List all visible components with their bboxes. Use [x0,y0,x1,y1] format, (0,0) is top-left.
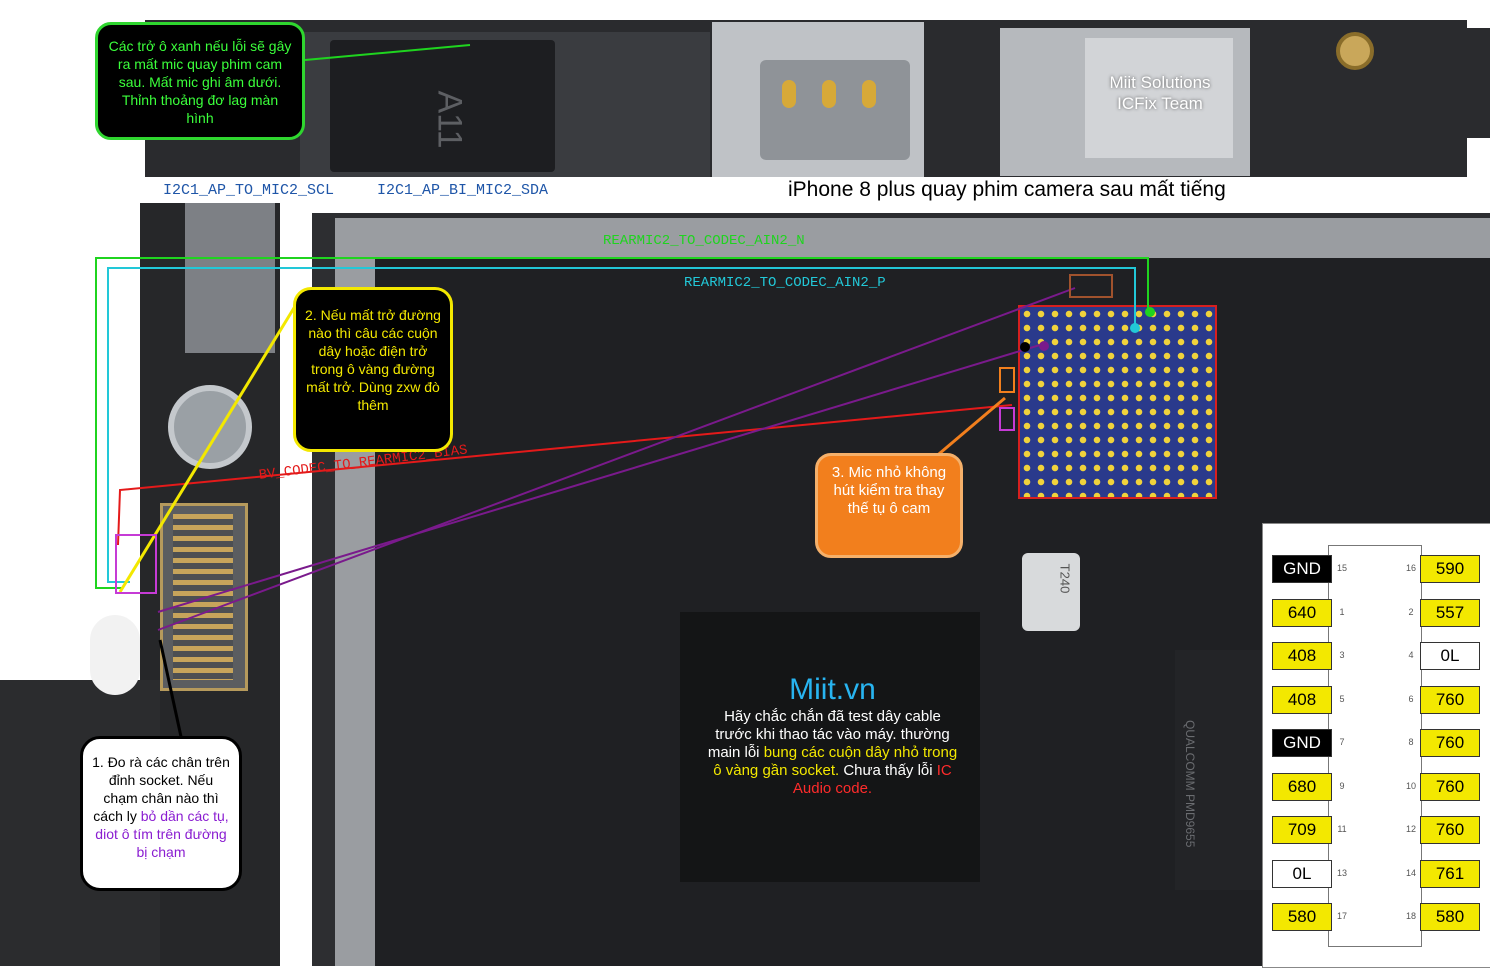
pin-value-left: 640 [1272,599,1332,627]
note-white-socket: 1. Đo rà các chân trên đỉnh socket. Nếu … [80,736,242,891]
note-white-highlight: bỏ dần các tụ, diot ô tím trên đường bị … [95,808,229,860]
brand-logo-text: Miit.vn [789,673,876,706]
pin-number-right: 4 [1408,650,1414,660]
pin-value-right: 760 [1420,686,1480,714]
signal-label-scl: I2C1_AP_TO_MIC2_SCL [163,182,335,199]
pin-number-left: 9 [1339,781,1345,791]
pin-number-left: 17 [1336,911,1347,921]
ain2n-endpoint [1145,307,1155,317]
left-board-shield [185,203,275,353]
pin-number-left: 3 [1339,650,1345,660]
pin-number-left: 1 [1339,607,1345,617]
pin-value-left: 709 [1272,816,1332,844]
note-white-text: 1. Đo rà các chân trên đỉnh socket. Nếu … [92,754,230,824]
pin-value-right: 760 [1420,816,1480,844]
pin-value-left: 0L [1272,860,1332,888]
pin-number-right: 16 [1405,563,1416,573]
pin-number-right: 10 [1405,781,1416,791]
pin-value-right: 590 [1420,555,1480,583]
center-note-text-c: Chưa thấy lỗi [843,762,933,779]
top-right-chip [1085,38,1233,158]
pin-value-left: 680 [1272,773,1332,801]
brown-box [1069,274,1113,298]
note-orange-capacitor: 3. Mic nhỏ không hút kiểm tra thay thế t… [815,453,963,558]
pin-value-right: 557 [1420,599,1480,627]
pin-number-left: 7 [1339,737,1345,747]
black-endpoint [1020,342,1030,352]
trace-purple-a [157,287,1076,631]
orange-box [999,367,1015,393]
pin-value-left: 580 [1272,903,1332,931]
trace-ain2p [107,267,1136,583]
diagram-caption: iPhone 8 plus quay phim camera sau mất t… [788,178,1226,201]
trace-green-top [304,44,471,61]
t240-mic-component: T240 [1022,553,1080,631]
signal-label-ain2p: REARMIC2_TO_CODEC_AIN2_P [684,275,886,291]
pin-value-left: 408 [1272,642,1332,670]
trace-ain2n [95,257,1149,589]
center-note-text-b: bung các cuộn dây nhỏ trong ô vàng gần s… [713,744,958,779]
pin-number-right: 18 [1405,911,1416,921]
pin-value-left: GND [1272,729,1332,757]
pointer-black [158,639,187,756]
ain2p-endpoint [1130,323,1140,333]
pin-number-right: 8 [1408,737,1414,747]
pin-value-left: 408 [1272,686,1332,714]
mic-flex-socket [160,503,248,691]
watermark: Miit Solutions ICFix Team [1090,72,1230,114]
watermark-line2: ICFix Team [1117,94,1203,113]
pin-value-right: 0L [1420,642,1480,670]
trace-purple-b [157,344,1041,613]
pin-value-right: 761 [1420,860,1480,888]
signal-label-ain2n: REARMIC2_TO_CODEC_AIN2_N [603,233,805,249]
main-large-chip [680,612,980,882]
center-note-text-d: IC Audio code. [792,762,952,797]
pin-value-right: 580 [1420,903,1480,931]
qualcomm-chip: QUALCOMM PMD9655 [1175,650,1265,890]
pin-number-left: 11 [1337,824,1347,834]
pin-number-right: 12 [1405,824,1416,834]
note-yellow-coils: 2. Nếu mất trở đường nào thì câu các cuộ… [293,287,453,452]
screw-hole [1336,32,1374,70]
pin-number-left: 15 [1336,563,1347,573]
pin-value-right: 760 [1420,773,1480,801]
watermark-line1: Miit Solutions [1109,73,1211,92]
top-connector-socket [760,60,910,160]
purple-endpoint-a [1039,341,1049,351]
signal-label-sda: I2C1_AP_BI_MIC2_SDA [377,182,549,199]
pin-value-left: GND [1272,555,1332,583]
pointer-yellow [118,289,307,593]
pin-number-right: 14 [1405,868,1416,878]
note-green-resistors: Các trở ô xanh nếu lỗi sẽ gây ra mất mic… [95,22,305,140]
pin-number-right: 2 [1408,607,1414,617]
pin-number-left: 5 [1339,694,1345,704]
board-cutout [90,615,140,695]
socket-pin-box [115,534,157,594]
center-note-text-a: Hãy chắc chắn đã test dây cable trước kh… [707,708,950,761]
center-note: Miit.vn Hãy chắc chắn đã test dây cable … [705,672,960,798]
pin-value-right: 760 [1420,729,1480,757]
pin-number-left: 13 [1336,868,1347,878]
purple-box [999,407,1015,431]
pin-number-right: 6 [1408,694,1414,704]
trace-bias [117,404,1013,546]
pin-table-connector [1328,545,1422,947]
a11-chip: A11 [330,40,555,172]
audio-codec-bga-chip [1018,305,1217,499]
